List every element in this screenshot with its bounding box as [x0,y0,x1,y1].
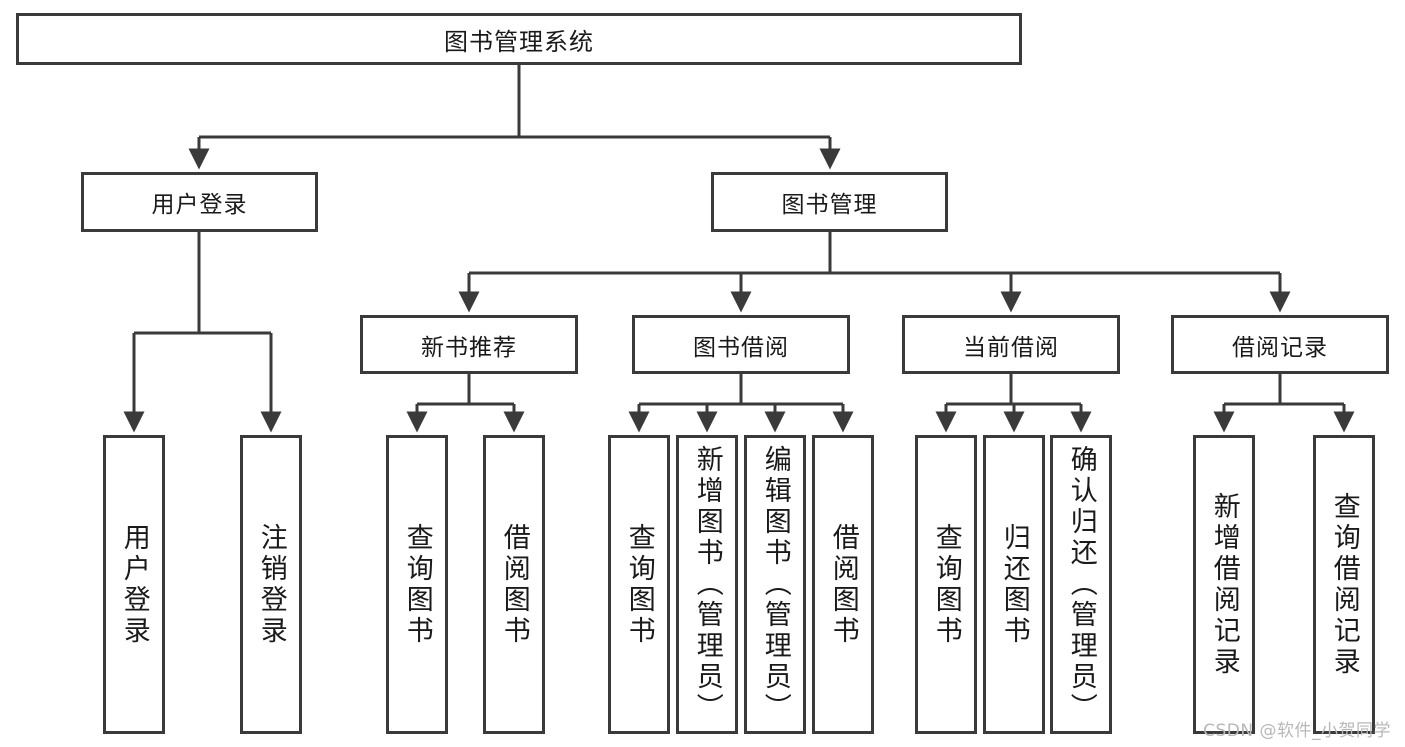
edge-book-manage-to-level3 [458,232,1291,313]
node-new-book-recommend[interactable]: 新书推荐 [360,315,578,374]
leaf-label: 查询图书 [401,522,433,647]
node-current-borrow[interactable]: 当前借阅 [902,315,1120,374]
node-leaf-confirm-return-admin[interactable]: 确认归还（管理员） [1050,435,1112,734]
node-leaf-borrow-book-recommend[interactable]: 借阅图书 [483,435,545,734]
node-leaf-logout[interactable]: 注销登录 [240,435,302,734]
leaf-label: 查询图书 [930,522,962,647]
leaf-label: 编辑图书（管理员） [759,445,791,724]
edge-user-login-to-leaves [123,232,282,433]
leaf-label: 新增借阅记录 [1208,491,1240,678]
edge-root-to-level2 [188,65,841,170]
edge-current-borrow-to-leaves [935,374,1092,433]
edge-new-book-recommend-to-leaves [406,374,525,433]
node-leaf-borrow-book[interactable]: 借阅图书 [812,435,874,734]
leaf-label: 查询图书 [623,522,655,647]
leaf-label: 新增图书（管理员） [691,445,723,724]
node-leaf-return-book[interactable]: 归还图书 [983,435,1045,734]
leaf-label: 确认归还（管理员） [1065,445,1097,724]
node-leaf-query-book-borrow[interactable]: 查询图书 [608,435,670,734]
node-leaf-add-book-admin[interactable]: 新增图书（管理员） [676,435,738,734]
node-user-login[interactable]: 用户登录 [81,172,318,232]
node-root-system[interactable]: 图书管理系统 [16,13,1022,65]
leaf-label: 借阅图书 [498,522,530,647]
node-leaf-query-book-current[interactable]: 查询图书 [915,435,977,734]
leaf-label: 注销登录 [255,522,287,647]
edge-borrow-record-to-leaves [1213,374,1355,433]
node-leaf-add-borrow-record[interactable]: 新增借阅记录 [1193,435,1255,734]
node-leaf-edit-book-admin[interactable]: 编辑图书（管理员） [744,435,806,734]
node-leaf-query-book-recommend[interactable]: 查询图书 [386,435,448,734]
leaf-label: 归还图书 [998,522,1030,647]
node-borrow-record[interactable]: 借阅记录 [1171,315,1389,374]
node-book-borrow[interactable]: 图书借阅 [632,315,850,374]
node-leaf-query-borrow-record[interactable]: 查询借阅记录 [1313,435,1375,734]
node-book-manage[interactable]: 图书管理 [711,172,948,232]
edge-book-borrow-to-leaves [628,374,854,433]
leaf-label: 借阅图书 [827,522,859,647]
leaf-label: 用户登录 [118,522,150,647]
leaf-label: 查询借阅记录 [1328,491,1360,678]
node-leaf-user-login[interactable]: 用户登录 [103,435,165,734]
